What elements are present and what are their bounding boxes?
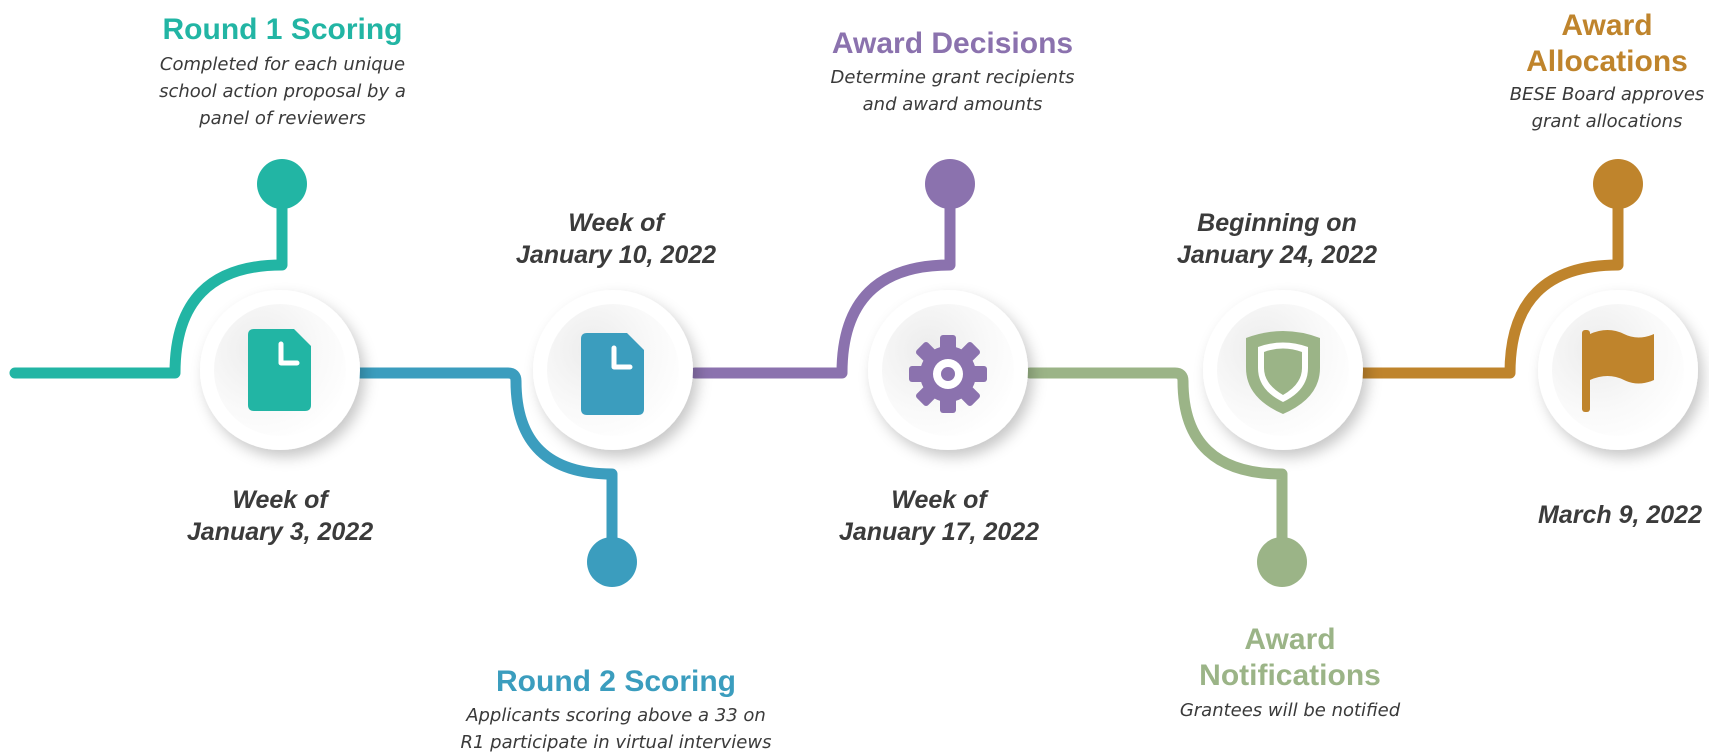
milestone-title: Award Decisions [831, 27, 1074, 60]
milestone-title: Round 2 Scoring [496, 665, 736, 698]
milestone-description: Completed for each unique school action … [159, 54, 406, 129]
milestone-title: Award Notifications [1199, 623, 1381, 692]
endpoint-dot-5 [1593, 159, 1643, 209]
shield-icon [1246, 331, 1320, 414]
endpoint-dot-1 [257, 159, 307, 209]
milestone-title: Round 1 Scoring [162, 13, 403, 46]
endpoint-dot-4 [1257, 537, 1307, 587]
document-icon [248, 329, 311, 411]
milestone-title: Award Allocations [1526, 9, 1688, 78]
connector-line-1 [9, 178, 288, 379]
document-icon [581, 333, 644, 415]
milestone-description: Grantees will be notified [1179, 700, 1401, 721]
gear-icon [909, 335, 987, 413]
connector-line-5 [1356, 178, 1624, 379]
endpoint-dot-2 [587, 537, 637, 587]
flag-icon [1582, 330, 1654, 412]
milestone-date: Week of January 17, 2022 [838, 486, 1040, 546]
milestone-date: Beginning on January 24, 2022 [1176, 209, 1378, 269]
connector-line-3 [689, 178, 956, 379]
milestone-description: Applicants scoring above a 33 on R1 part… [460, 705, 772, 753]
milestone-description: Determine grant recipients and award amo… [830, 67, 1075, 115]
milestone-date: March 9, 2022 [1538, 501, 1702, 529]
connector-line-4 [1024, 367, 1288, 568]
milestone-description: BESE Board approves grant allocations [1509, 84, 1705, 132]
connector-line-2 [354, 367, 618, 568]
milestone-date: Week of January 10, 2022 [515, 209, 717, 269]
milestone-date: Week of January 3, 2022 [186, 486, 374, 546]
endpoint-dot-3 [925, 159, 975, 209]
